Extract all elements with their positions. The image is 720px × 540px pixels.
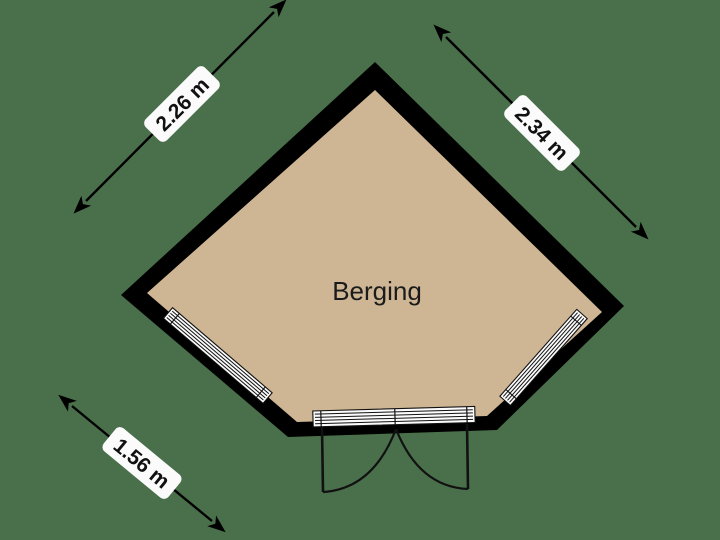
window-left-pane-line-4 [166,317,264,401]
floor-group [147,90,602,422]
door-threshold-line-3 [315,415,473,422]
door-threshold-line-1 [314,409,473,415]
window-left-pane-line-2 [170,312,268,397]
window-left-mullion-start [169,313,180,325]
door-double[interactable] [312,405,476,494]
door-leaf-left-panel [320,426,325,493]
window-right-pane-line-4 [502,312,578,397]
dimension-lower-left-label-bg [102,427,182,499]
window-right[interactable] [499,308,589,407]
door-threshold-line-4 [315,418,474,425]
window-left-frame [162,306,273,405]
window-left[interactable] [162,306,273,405]
window-right-mullion-start [570,315,582,326]
window-right-pane-line-3 [505,314,581,399]
dimension-upper-left-label-bg [144,66,220,142]
door-threshold-frame [312,405,476,428]
window-right-pane-line-2 [507,316,583,401]
floor-area [147,90,602,422]
door-leaf-right-panel [465,423,470,490]
window-right-frame [499,308,589,407]
window-right-pane-line-1 [509,317,585,403]
window-left-pane-line-1 [171,310,270,394]
window-right-mullion-end [505,389,517,400]
room-name-label: Berging [332,276,422,306]
window-left-mullion-end [255,386,266,398]
door-threshold-line-2 [314,412,473,418]
door-leaf-right-swing-arc [394,428,469,491]
dimension-upper-right-label-bg [504,95,580,171]
door-leaf-left-swing-arc [322,428,398,494]
window-left-pane-line-3 [168,314,266,399]
